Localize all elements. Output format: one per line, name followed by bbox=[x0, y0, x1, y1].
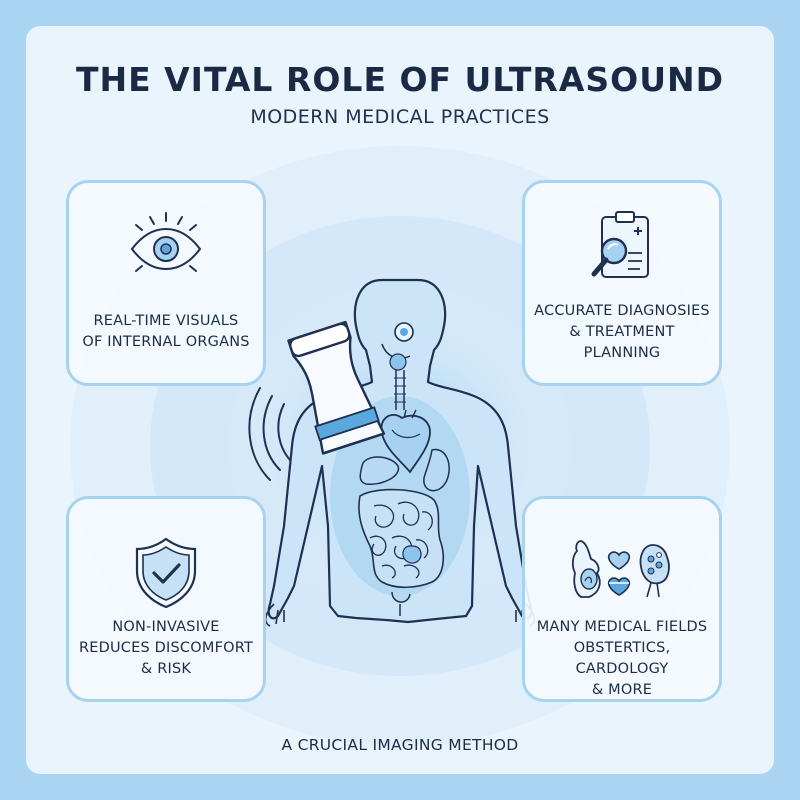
human-body-illustration bbox=[248, 278, 536, 627]
feature-card-medical-fields: MANY MEDICAL FIELDS OBSTERTICS, CARDOLOG… bbox=[522, 496, 722, 702]
heart-icons bbox=[607, 551, 631, 596]
card-text-medical-fields: MANY MEDICAL FIELDS OBSTERTICS, CARDOLOG… bbox=[536, 619, 708, 698]
sound-waves bbox=[248, 387, 291, 481]
footer-tagline: A CRUCIAL IMAGING METHOD bbox=[281, 736, 519, 754]
page-subtitle: MODERN MEDICAL PRACTICES bbox=[250, 106, 550, 128]
medical-fields-icon bbox=[571, 540, 670, 598]
feature-card-non-invasive: NON-INVASIVE REDUCES DISCOMFORT & RISK bbox=[66, 496, 266, 702]
feature-card-diagnosis: ACCURATE DIAGNOSIES & TREATMENT PLANNING bbox=[522, 180, 722, 386]
clipboard-magnifier-icon bbox=[591, 211, 649, 278]
card-text-real-time: REAL-TIME VISUALS OF INTERNAL ORGANS bbox=[82, 313, 250, 350]
eye-icon bbox=[130, 212, 202, 272]
card-text-non-invasive: NON-INVASIVE REDUCES DISCOMFORT & RISK bbox=[78, 619, 254, 677]
stomach-organ bbox=[423, 448, 450, 492]
liver-organ bbox=[359, 456, 400, 485]
heart-organ bbox=[380, 413, 431, 474]
shield-check-icon bbox=[135, 537, 197, 609]
pregnancy-icon bbox=[571, 540, 601, 598]
infographic-panel: THE VITAL ROLE OF ULTRASOUND MODERN MEDI… bbox=[26, 26, 774, 774]
ultrasound-probe bbox=[287, 320, 386, 455]
card-text-diagnosis: ACCURATE DIAGNOSIES & TREATMENT PLANNING bbox=[534, 303, 710, 361]
organ-cells-icon bbox=[639, 544, 670, 598]
page-title: THE VITAL ROLE OF ULTRASOUND bbox=[75, 60, 725, 99]
intestines-organ bbox=[358, 488, 445, 589]
feature-card-real-time: REAL-TIME VISUALS OF INTERNAL ORGANS bbox=[66, 180, 266, 386]
